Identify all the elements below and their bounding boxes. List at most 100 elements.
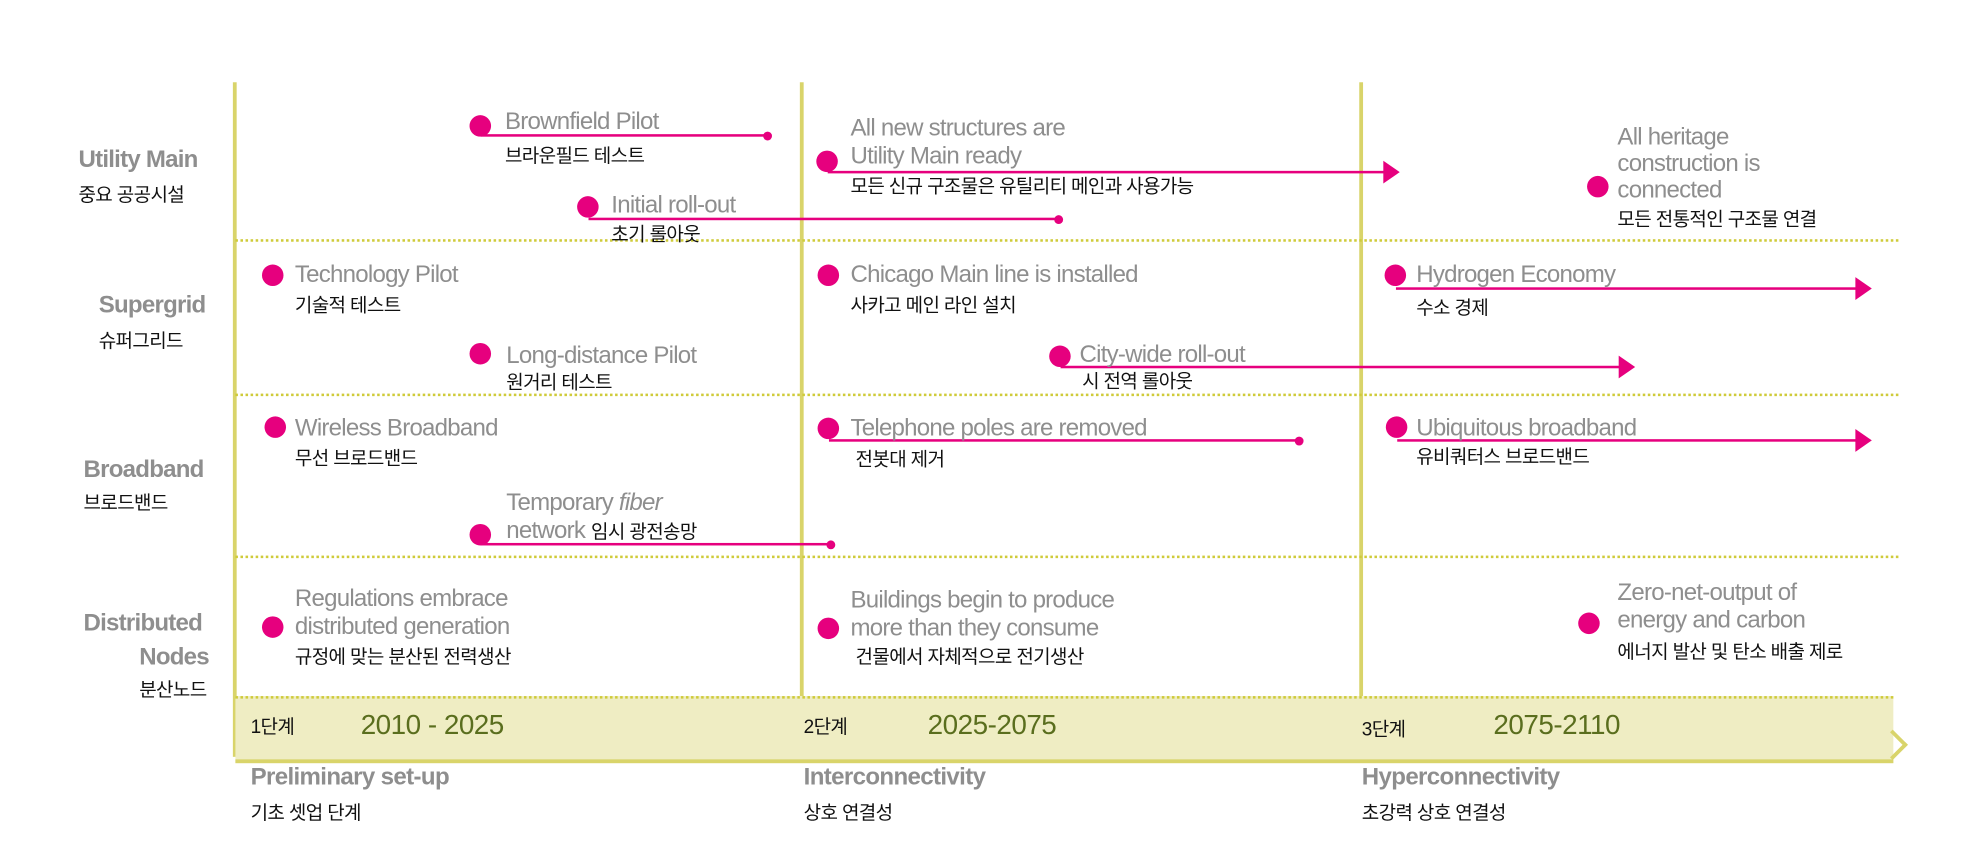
event-temporary-fiber: Temporary fiber bbox=[506, 490, 662, 518]
event-hydrogen-economy: Hydrogen Economy bbox=[1416, 261, 1616, 289]
milestone-dot bbox=[1384, 264, 1407, 287]
row-label-broadband-kr: 브로드밴드 bbox=[83, 492, 169, 514]
milestone-dot bbox=[577, 196, 599, 218]
event-temporary-fiber-kr: 임시 광전송망 bbox=[591, 521, 697, 543]
line-end-dot bbox=[763, 131, 773, 141]
event-heritage-line3: connected bbox=[1617, 177, 1722, 204]
event-regulations-kr: 규정에 맞는 분산된 전력생산 bbox=[294, 646, 512, 669]
milestone-dot bbox=[261, 616, 284, 638]
event-temporary-fiber-italic: fiber bbox=[618, 489, 663, 517]
milestone-dot bbox=[469, 342, 492, 365]
event-long-distance-pilot-kr: 원거리 테스트 bbox=[506, 372, 612, 394]
event-long-distance-pilot: Long-distance Pilot bbox=[506, 342, 697, 370]
event-brownfield-kr: 브라운필드 테스트 bbox=[504, 145, 645, 168]
phase-3-title-kr: 초강력 상호 연결성 bbox=[1361, 802, 1507, 824]
phase-3-stage: 3단계 bbox=[1361, 718, 1406, 741]
event-hydrogen-economy-kr: 수소 경제 bbox=[1416, 297, 1489, 319]
row-label-supergrid: Supergrid bbox=[98, 292, 207, 319]
milestone-dot bbox=[1049, 345, 1071, 368]
event-zero-net-line2: energy and carbon bbox=[1617, 607, 1806, 635]
row-label-utility-main-kr: 중요 공공시설 bbox=[78, 184, 185, 207]
milestone-dot bbox=[816, 150, 838, 173]
arrow-head bbox=[1383, 160, 1400, 184]
line-end-dot bbox=[826, 540, 836, 550]
row-separator bbox=[235, 555, 1899, 559]
event-city-wide-rollout-kr: 시 전역 롤아웃 bbox=[1082, 370, 1193, 393]
phase-1-title: Preliminary set-up bbox=[250, 764, 450, 791]
milestone-dot bbox=[1578, 612, 1600, 635]
row-separator bbox=[235, 239, 1899, 242]
event-zero-net: Zero-net-output of bbox=[1617, 579, 1797, 607]
phase-3-years: 2075-2110 bbox=[1493, 708, 1620, 741]
event-all-new-structures-kr: 모든 신규 구조물은 유틸리티 메인과 사용가능 bbox=[850, 175, 1194, 198]
event-technology-pilot-kr: 기술적 테스트 bbox=[294, 294, 401, 317]
event-heritage: All heritage bbox=[1617, 124, 1729, 151]
milestone-dot bbox=[817, 264, 840, 287]
duration-line bbox=[588, 217, 1059, 221]
timeline-axis bbox=[232, 82, 237, 757]
event-wireless-broadband: Wireless Broadband bbox=[294, 415, 499, 442]
phase-1-years: 2010 - 2025 bbox=[360, 708, 505, 741]
event-chicago-main-line-kr: 사카고 메인 라인 설치 bbox=[850, 294, 1016, 317]
phase-1-stage: 1단계 bbox=[250, 716, 295, 738]
duration-line bbox=[480, 542, 832, 546]
row-separator bbox=[235, 393, 1899, 397]
arrow-head bbox=[1618, 355, 1636, 379]
event-regulations-line2: distributed generation bbox=[294, 613, 510, 641]
event-temporary-fiber-line2: network 임시 광전송망 bbox=[506, 517, 697, 546]
row-label-distributed: Distributed bbox=[83, 610, 203, 637]
event-initial-rollout: Initial roll-out bbox=[611, 192, 736, 219]
phase-1-title-kr: 기초 셋업 단계 bbox=[250, 802, 362, 824]
event-buildings: Buildings begin to produce bbox=[850, 587, 1115, 614]
row-label-utility-main: Utility Main bbox=[78, 146, 198, 174]
arrow-head bbox=[1855, 429, 1872, 452]
duration-line bbox=[1060, 365, 1620, 369]
phase-2-title-kr: 상호 연결성 bbox=[803, 802, 893, 824]
event-heritage-line2: construction is bbox=[1617, 150, 1760, 178]
event-regulations: Regulations embrace bbox=[294, 585, 509, 613]
duration-line bbox=[1395, 287, 1857, 290]
event-buildings-kr: 건물에서 자체적으로 전기생산 bbox=[855, 646, 1085, 669]
milestone-dot bbox=[469, 115, 492, 137]
event-heritage-kr: 모든 전통적인 구조물 연결 bbox=[1617, 208, 1817, 231]
phase-2-stage: 2단계 bbox=[803, 716, 848, 738]
line-end-dot bbox=[1054, 215, 1064, 225]
duration-line bbox=[828, 439, 1300, 442]
phase-2-title: Interconnectivity bbox=[803, 764, 986, 791]
row-label-distributed-kr: 분산노드 bbox=[139, 679, 207, 702]
phase-3-title: Hyperconnectivity bbox=[1361, 764, 1560, 791]
milestone-dot bbox=[264, 416, 287, 438]
milestone-dot bbox=[469, 523, 492, 546]
event-temporary-fiber-network: network bbox=[506, 517, 586, 545]
event-initial-rollout-kr: 초기 롤아웃 bbox=[611, 224, 701, 246]
event-chicago-main-line: Chicago Main line is installed bbox=[850, 261, 1138, 289]
event-technology-pilot: Technology Pilot bbox=[294, 261, 459, 289]
event-all-new-structures: All new structures are bbox=[850, 115, 1065, 142]
row-label-nodes: Nodes bbox=[139, 644, 209, 671]
milestone-dot bbox=[1587, 175, 1609, 198]
row-label-supergrid-kr: 슈퍼그리드 bbox=[98, 330, 184, 352]
phase-divider-2 bbox=[799, 82, 804, 697]
event-city-wide-rollout: City-wide roll-out bbox=[1079, 341, 1246, 369]
milestone-dot bbox=[1385, 416, 1408, 438]
duration-line bbox=[827, 170, 1385, 174]
row-label-broadband: Broadband bbox=[83, 456, 205, 484]
duration-line bbox=[1397, 439, 1857, 442]
milestone-dot bbox=[261, 264, 284, 287]
phase-2-years: 2025-2075 bbox=[927, 708, 1057, 741]
event-zero-net-kr: 에너지 발산 및 탄소 배출 제로 bbox=[1617, 641, 1843, 664]
milestone-dot bbox=[817, 617, 840, 640]
phase-divider-3 bbox=[1359, 82, 1364, 697]
event-temporary-fiber-text: Temporary bbox=[506, 489, 619, 517]
event-ubiquitous-broadband: Ubiquitous broadband bbox=[1416, 415, 1637, 442]
event-buildings-line2: more than they consume bbox=[850, 615, 1099, 642]
timeline-band bbox=[235, 696, 1894, 764]
milestone-dot bbox=[817, 417, 840, 440]
event-telephone-poles-kr: 전봇대 제거 bbox=[855, 449, 945, 471]
arrow-head bbox=[1855, 277, 1872, 300]
line-end-dot bbox=[1294, 436, 1304, 446]
event-all-new-structures-line2: Utility Main ready bbox=[850, 143, 1022, 170]
event-brownfield: Brownfield Pilot bbox=[504, 108, 659, 136]
event-wireless-broadband-kr: 무선 브로드밴드 bbox=[294, 448, 418, 470]
